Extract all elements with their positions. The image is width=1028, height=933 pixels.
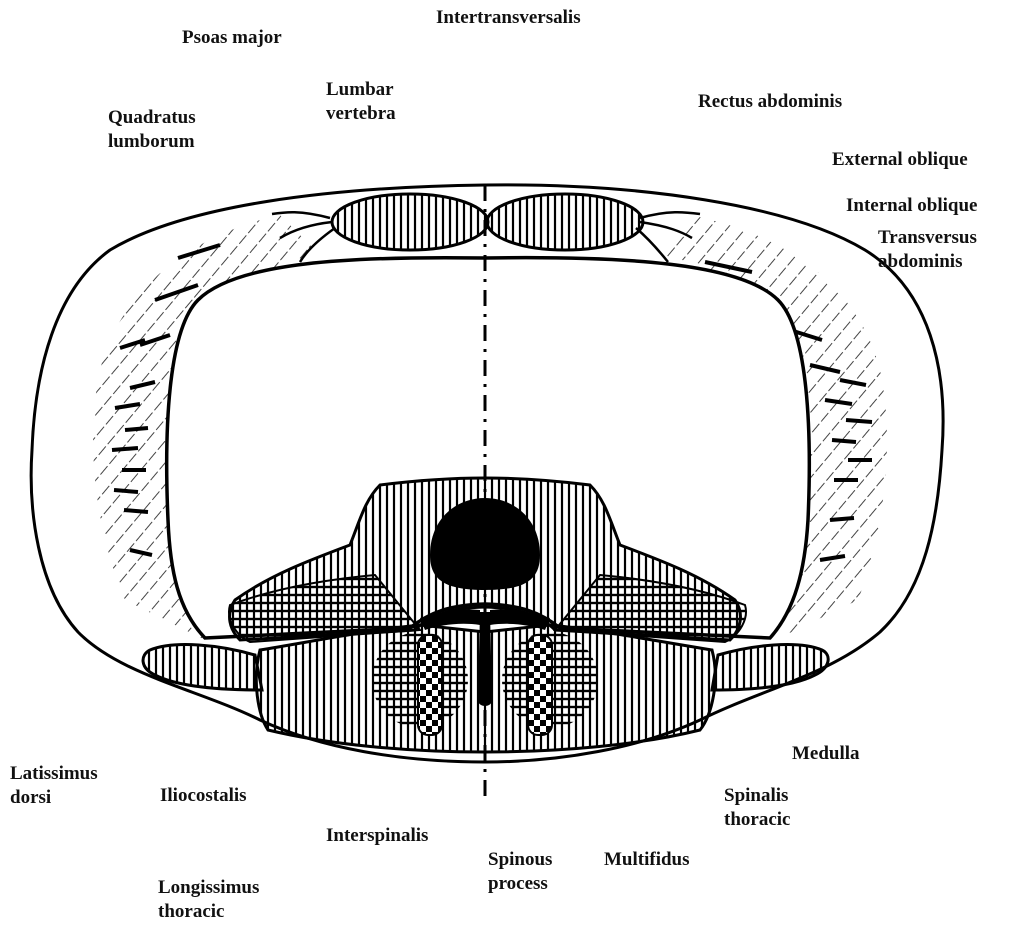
label-iliocostalis: Iliocostalis [160, 784, 247, 808]
rectus-abdominis-right [487, 194, 643, 250]
latissimus-dorsi-left [143, 645, 262, 690]
label-interspinalis: Interspinalis [326, 824, 428, 848]
label-internal-oblique: Internal oblique [846, 194, 977, 218]
label-multifidus: Multifidus [604, 848, 690, 872]
rectus-abdominis-left [332, 194, 488, 250]
spinalis-left [418, 635, 442, 735]
spinalis-right [528, 635, 552, 735]
label-intertransversalis: Intertransversalis [436, 6, 581, 30]
label-psoas-major: Psoas major [182, 26, 282, 50]
label-external-oblique: External oblique [832, 148, 968, 172]
spinous-process [478, 612, 492, 706]
label-rectus-abdominis: Rectus abdominis [698, 90, 842, 114]
latissimus-dorsi-right [712, 645, 828, 690]
label-medulla: Medulla [792, 742, 860, 766]
